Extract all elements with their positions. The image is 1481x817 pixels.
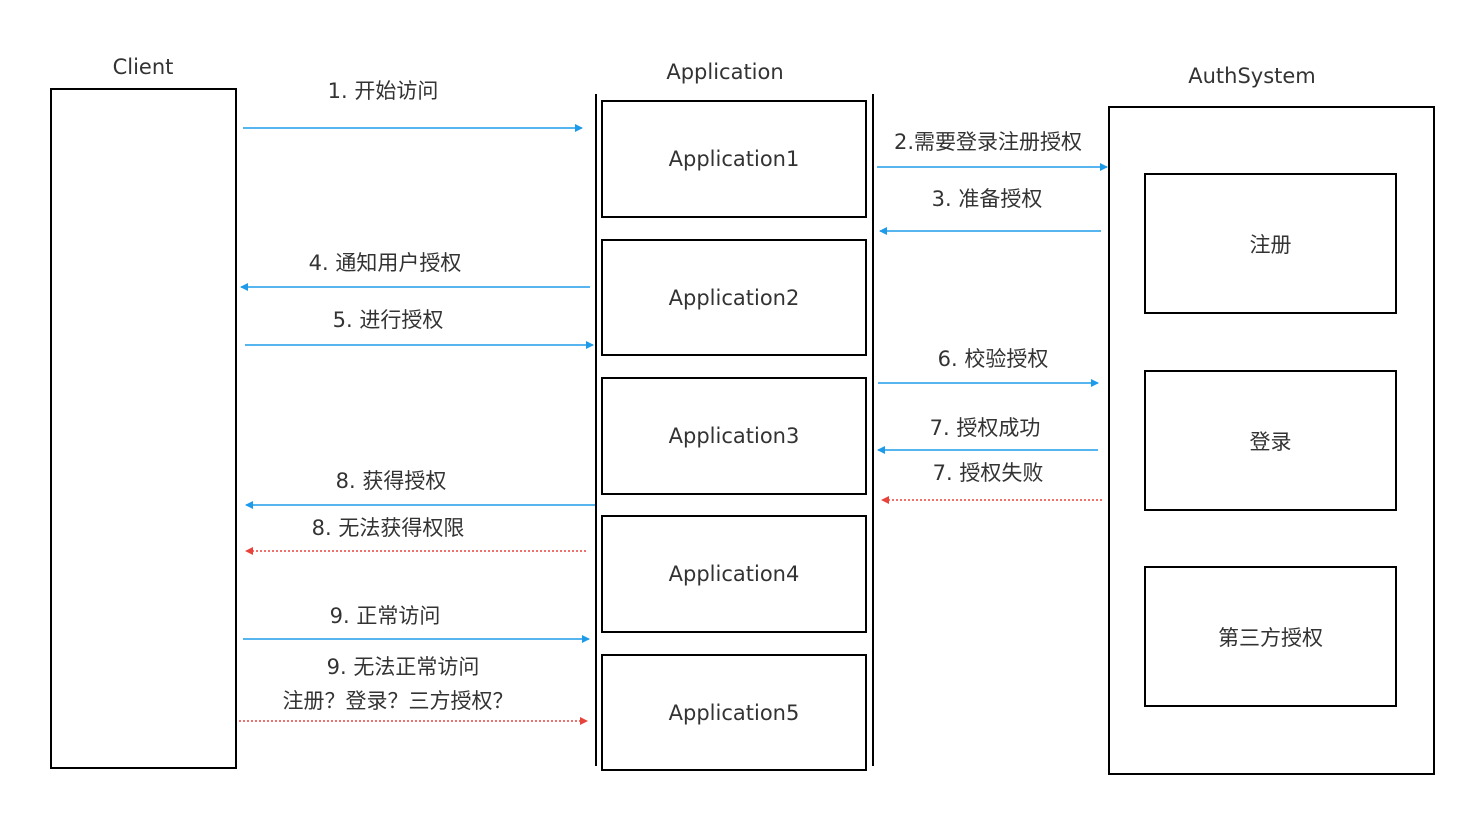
label-8-no-permission: 8. 无法获得权限: [311, 516, 465, 540]
label-1-start-access: 1. 开始访问: [327, 79, 439, 103]
label-5-do-auth: 5. 进行授权: [332, 308, 444, 332]
label-2-need-auth: 2.需要登录注册授权: [893, 130, 1083, 154]
label-7-auth-success: 7. 授权成功: [929, 416, 1041, 440]
application-box-1: Application1: [601, 100, 867, 218]
label-7-auth-fail: 7. 授权失败: [932, 461, 1044, 485]
label-8-got-auth: 8. 获得授权: [335, 469, 447, 493]
application-right-line: [872, 94, 874, 766]
application-box-4: Application4: [601, 515, 867, 633]
label-9-options: 注册？登录？三方授权？: [282, 689, 514, 713]
application-box-5: Application5: [601, 654, 867, 771]
label-3-prepare-auth: 3. 准备授权: [931, 187, 1043, 211]
label-9-normal-access: 9. 正常访问: [329, 604, 441, 628]
application-left-line: [595, 94, 597, 766]
auth-login-box: 登录: [1144, 370, 1397, 511]
application-box-2: Application2: [601, 239, 867, 356]
authsystem-title: AuthSystem: [1188, 64, 1316, 88]
label-6-verify-auth: 6. 校验授权: [937, 347, 1049, 371]
client-box: [50, 88, 237, 769]
client-title: Client: [112, 55, 174, 79]
application-title: Application: [666, 60, 784, 84]
auth-third-party-box: 第三方授权: [1144, 566, 1397, 707]
label-4-notify-user: 4. 通知用户授权: [308, 251, 462, 275]
auth-register-box: 注册: [1144, 173, 1397, 314]
application-box-3: Application3: [601, 377, 867, 495]
label-9-no-access: 9. 无法正常访问: [326, 655, 480, 679]
